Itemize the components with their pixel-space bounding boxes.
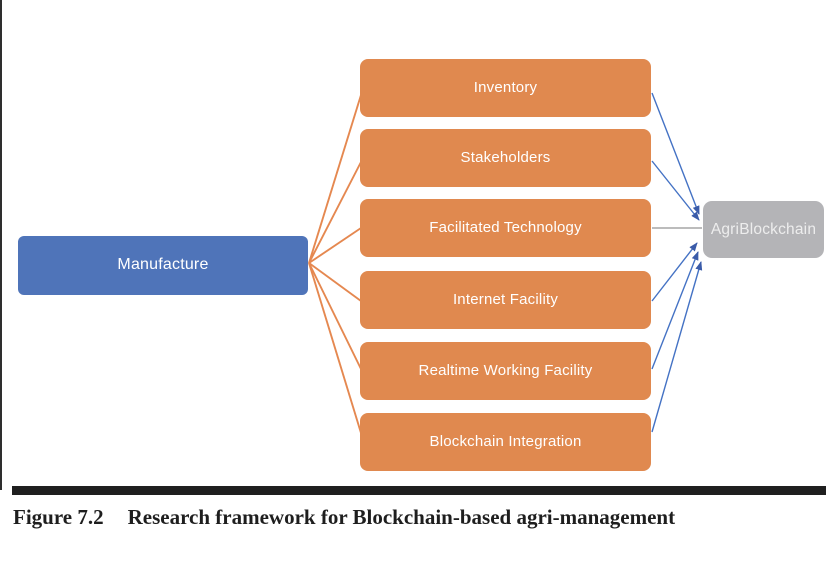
connector-manufacture-realtime-working-facility [308,262,362,370]
figure-caption-text: Research framework for Blockchain-based … [127,505,676,529]
node-stakeholders: Stakeholders [360,129,651,187]
connector-manufacture-inventory [308,94,362,264]
node-blockchain-integration-label: Blockchain Integration [429,433,582,451]
arrow-realtime-working-facility-agriblockchain [651,251,699,370]
arrow-inventory-agriblockchain [651,92,700,215]
caption-rule [12,486,826,495]
node-manufacture-label: Manufacture [117,256,209,274]
arrow-blockchain-integration-agriblockchain [651,261,703,433]
connector-manufacture-stakeholders [308,161,362,264]
node-internet-facility-label: Internet Facility [452,291,559,309]
connector-manufacture-blockchain-integration [308,262,362,434]
page-edge-line [0,0,2,490]
node-facilitated-technology-label: Facilitated Technology [429,219,582,237]
node-realtime-working-facility-label: Realtime Working Facility [418,362,593,380]
node-inventory: Inventory [360,59,651,117]
node-facilitated-technology: Facilitated Technology [360,199,651,257]
node-realtime-working-facility: Realtime Working Facility [360,342,651,400]
connector-manufacture-internet-facility [308,262,362,302]
node-stakeholders-label: Stakeholders [460,149,551,167]
figure-caption: Figure 7.2 Research framework for Blockch… [13,505,675,530]
node-agriblockchain-label: AgriBlockchain [710,220,817,238]
arrow-internet-facility-agriblockchain [651,242,698,302]
node-agriblockchain: AgriBlockchain [703,201,824,258]
node-manufacture: Manufacture [18,236,308,295]
arrow-stakeholders-agriblockchain [651,160,700,221]
node-internet-facility: Internet Facility [360,271,651,329]
node-inventory-label: Inventory [473,79,538,97]
connector-manufacture-facilitated-technology [308,227,362,264]
figure-caption-label: Figure 7.2 [13,505,104,529]
node-blockchain-integration: Blockchain Integration [360,413,651,471]
